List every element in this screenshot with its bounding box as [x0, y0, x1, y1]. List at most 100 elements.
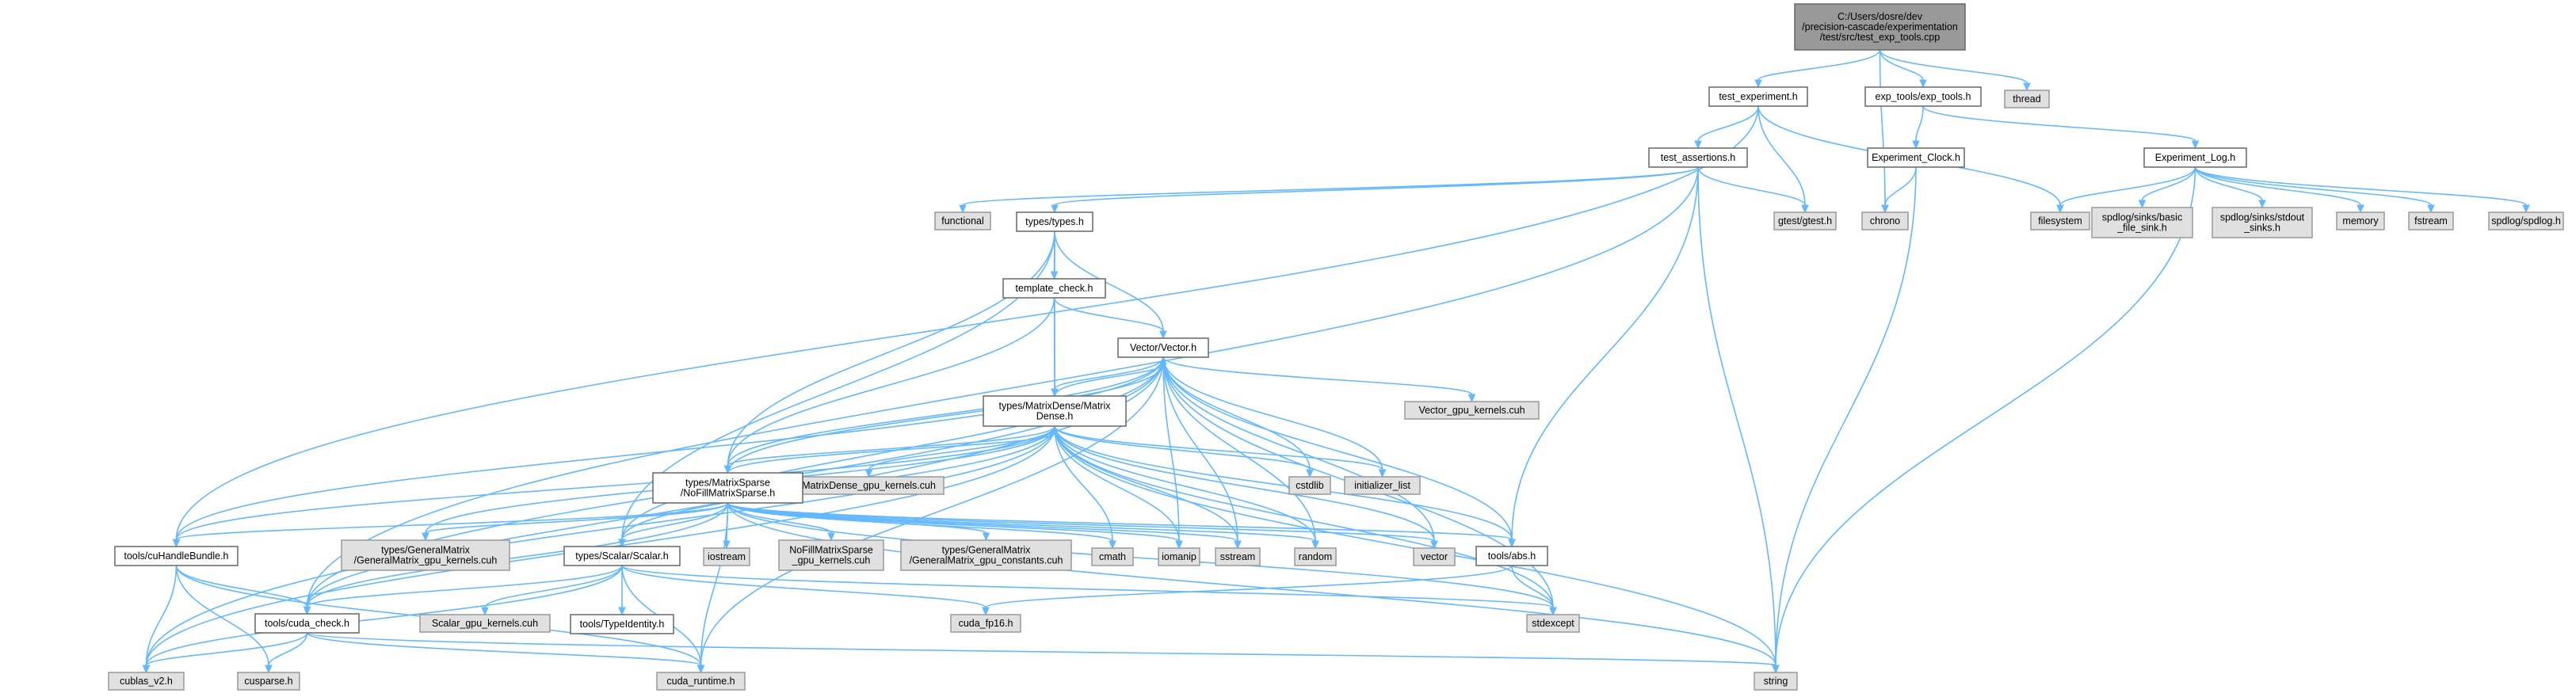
- edge-scalar-to-cuda-fp16: [621, 565, 990, 616]
- node-spdlog-stdout: spdlog/sinks/stdout_sinks.h: [2212, 207, 2313, 238]
- node-vector-h[interactable]: Vector/Vector.h: [1117, 337, 1209, 358]
- node-box: [983, 395, 1127, 427]
- node-exp-tools[interactable]: exp_tools/exp_tools.h: [1864, 86, 1982, 107]
- edge-line: [484, 565, 623, 608]
- node-label: cmath: [1099, 551, 1126, 562]
- node-box: [563, 546, 681, 566]
- node-box: [1708, 86, 1808, 107]
- node-template-check[interactable]: template_check.h: [1002, 278, 1106, 299]
- edge-line: [1879, 49, 1886, 206]
- node-type-identity[interactable]: tools/TypeIdentity.h: [570, 614, 674, 634]
- edge-test-assertions-to-types-types: [1051, 166, 1699, 214]
- node-label: types/types.h: [1025, 216, 1084, 227]
- edge-line: [1054, 230, 1164, 332]
- edge-line: [727, 230, 1055, 467]
- node-scalar[interactable]: types/Scalar/Scalar.h: [563, 546, 681, 566]
- node-cuda-runtime: cuda_runtime.h: [656, 672, 746, 691]
- edge-experiment-log-to-memory: [2194, 166, 2364, 214]
- edge-line: [727, 502, 832, 534]
- edge-line: [175, 502, 729, 540]
- edge-line: [306, 632, 702, 666]
- node-label: template_check.h: [1016, 283, 1093, 294]
- node-spdlog-basic: spdlog/sinks/basic_file_sink.h: [2091, 207, 2193, 238]
- node-cuda-check[interactable]: tools/cuda_check.h: [254, 613, 360, 634]
- edge-test-assertions-to-string: [1697, 166, 1780, 674]
- node-box: [656, 672, 746, 691]
- node-box: [1794, 3, 1966, 51]
- edge-line: [425, 502, 729, 534]
- node-root[interactable]: C:/Users/dosre/dev/precision-cascade/exp…: [1794, 3, 1966, 51]
- arrowhead: [1159, 356, 1167, 365]
- node-label: tools/cuda_check.h: [265, 618, 349, 629]
- node-label: iostream: [708, 551, 746, 562]
- edge-line: [145, 565, 623, 666]
- node-matrix-dense[interactable]: types/MatrixDense/MatrixDense.h: [983, 395, 1127, 427]
- node-nofill-gpu: NoFillMatrixSparse_gpu_kernels.cuh: [778, 539, 884, 571]
- node-box: [1864, 86, 1982, 107]
- edge-matrix-sparse-to-string: [727, 502, 1780, 674]
- edge-line: [621, 356, 1164, 540]
- node-box: [1016, 211, 1093, 232]
- edge-experiment-log-to-string: [1772, 166, 2196, 674]
- edge-line: [175, 565, 269, 666]
- node-experiment-log[interactable]: Experiment_Log.h: [2143, 147, 2247, 168]
- node-experiment-clock[interactable]: Experiment_Clock.h: [1867, 147, 1965, 168]
- edge-cuda-check-to-cuda-runtime: [306, 632, 705, 674]
- edge-line: [727, 502, 1316, 542]
- node-label: spdlog/spdlog.h: [2491, 215, 2561, 227]
- nodes-layer: C:/Users/dosre/dev/precision-cascade/exp…: [108, 3, 2564, 691]
- node-test-assertions[interactable]: test_assertions.h: [1648, 147, 1748, 168]
- node-matrix-sparse[interactable]: types/MatrixSparse/NoFillMatrixSparse.h: [652, 472, 803, 504]
- edge-line: [621, 565, 1554, 608]
- edge-line: [1511, 565, 1554, 608]
- arrowhead: [2138, 200, 2147, 209]
- edge-matrix-sparse-to-cmath: [727, 502, 1116, 550]
- node-label: thread: [2013, 93, 2040, 105]
- node-abs[interactable]: tools/abs.h: [1475, 546, 1548, 566]
- node-label: iomanip: [1162, 551, 1196, 562]
- node-box: [2488, 211, 2564, 230]
- arrowhead: [1051, 204, 1059, 214]
- edge-line: [1884, 166, 1917, 206]
- edge-line: [1697, 105, 1759, 142]
- edge-line: [1511, 166, 1699, 540]
- edge-experiment-log-to-filesystem: [2056, 166, 2196, 214]
- edge-experiment-log-to-spdlog: [2194, 166, 2530, 214]
- edge-line: [1697, 166, 1776, 666]
- node-label: Experiment_Log.h: [2155, 152, 2236, 163]
- node-box: [2004, 90, 2050, 109]
- node-box: [1002, 278, 1106, 299]
- node-gm-kernels: types/GeneralMatrix/GeneralMatrix_gpu_ke…: [341, 539, 510, 571]
- edge-template-check-to-vector-h: [1053, 297, 1167, 340]
- node-label: gtest/gtest.h: [1778, 215, 1832, 227]
- edge-line: [727, 502, 1113, 542]
- node-cuhandle[interactable]: tools/cuHandleBundle.h: [114, 546, 239, 566]
- arrowhead: [1430, 540, 1438, 550]
- edge-experiment-log-to-spdlog-stdout: [2194, 166, 2266, 209]
- arrowhead: [1801, 204, 1809, 214]
- node-functional: functional: [934, 211, 991, 230]
- node-box: [1526, 614, 1580, 633]
- edge-matrix-sparse-to-nofill-gpu: [727, 502, 835, 542]
- edge-line: [2194, 166, 2263, 201]
- edge-line: [727, 502, 1513, 540]
- edge-line: [306, 425, 1055, 607]
- node-box: [934, 211, 991, 230]
- edge-line: [1775, 166, 1917, 666]
- node-vector-gpu: Vector_gpu_kernels.cuh: [1404, 401, 1540, 420]
- node-gtest: gtest/gtest.h: [1773, 211, 1837, 230]
- edge-line: [727, 364, 1164, 474]
- edge-matrix-sparse-to-matrix-dense: [727, 425, 1059, 474]
- node-label: fstream: [2414, 215, 2448, 227]
- arrowhead: [1159, 330, 1167, 340]
- edge-line: [985, 565, 1513, 608]
- node-iomanip: iomanip: [1158, 547, 1200, 566]
- node-label: random: [1299, 551, 1332, 562]
- node-types-types[interactable]: types/types.h: [1016, 211, 1093, 232]
- node-label: Experiment_Clock.h: [1872, 152, 1960, 163]
- edge-line: [1162, 356, 1473, 395]
- arrowhead: [1881, 204, 1889, 214]
- node-label: _sinks.h: [2243, 223, 2280, 234]
- edge-line: [145, 632, 308, 666]
- node-test-experiment[interactable]: test_experiment.h: [1708, 86, 1808, 107]
